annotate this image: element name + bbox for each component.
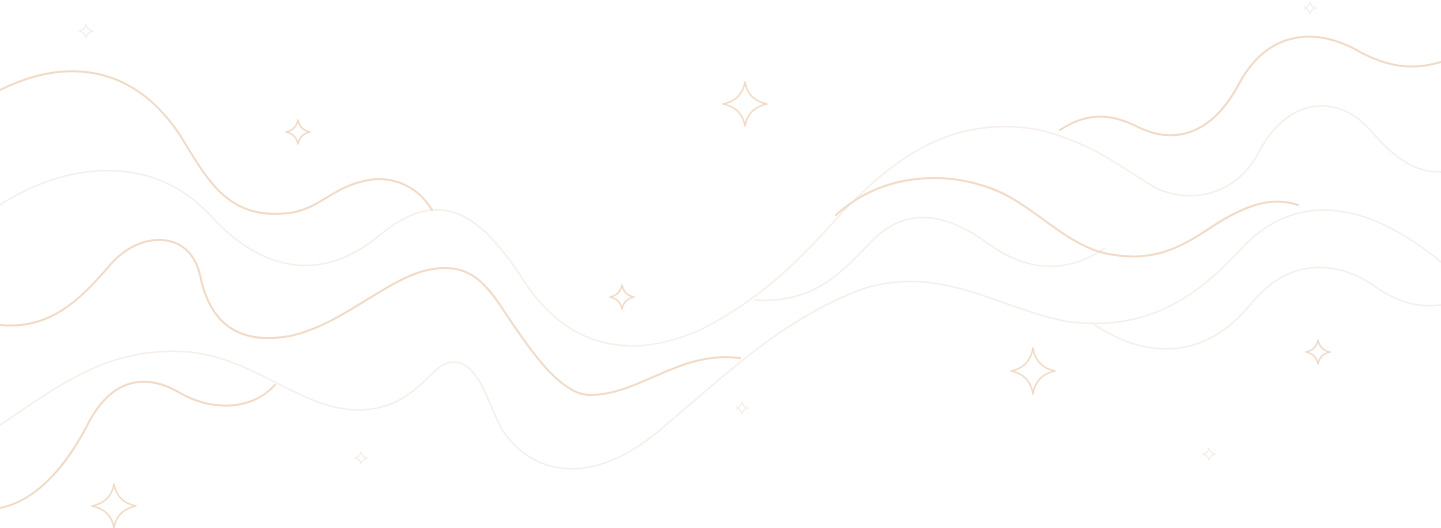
four-point-sparkle-icon bbox=[1010, 347, 1056, 395]
faint-wave-2 bbox=[0, 209, 1441, 470]
faint-wave-4 bbox=[1094, 266, 1441, 350]
wave-1 bbox=[0, 70, 433, 215]
four-point-sparkle-icon bbox=[1305, 339, 1331, 365]
faint-waves bbox=[0, 105, 1441, 470]
four-point-sparkle-icon bbox=[609, 284, 635, 310]
four-point-sparkle-icon bbox=[1303, 1, 1317, 15]
four-point-sparkle-icon bbox=[78, 23, 94, 39]
four-point-sparkle-icon bbox=[722, 81, 768, 127]
four-point-sparkle-icon bbox=[285, 119, 311, 145]
four-point-sparkle-icon bbox=[1202, 447, 1216, 461]
wave-2 bbox=[0, 239, 741, 397]
faint-wave-3 bbox=[754, 216, 1106, 302]
wave-4 bbox=[835, 177, 1299, 258]
four-point-sparkle-icon bbox=[91, 483, 137, 528]
wave-3 bbox=[0, 380, 276, 509]
four-point-sparkle-icon bbox=[735, 401, 749, 415]
four-point-sparkle-icon bbox=[354, 451, 368, 465]
sparkles bbox=[78, 1, 1331, 528]
strong-waves bbox=[0, 35, 1441, 509]
faint-wave-1 bbox=[0, 105, 1441, 347]
wave-5 bbox=[1059, 35, 1441, 137]
